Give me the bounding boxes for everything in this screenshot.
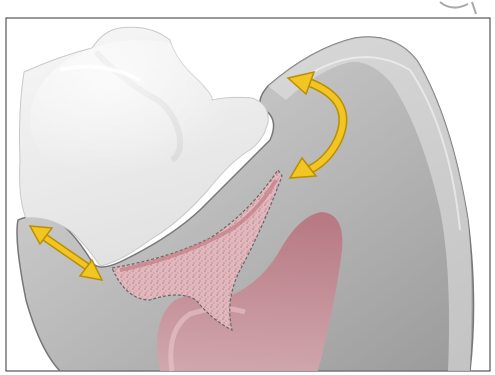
- restoration-highlight: [30, 40, 250, 200]
- corner-mark-icon: [440, 2, 476, 14]
